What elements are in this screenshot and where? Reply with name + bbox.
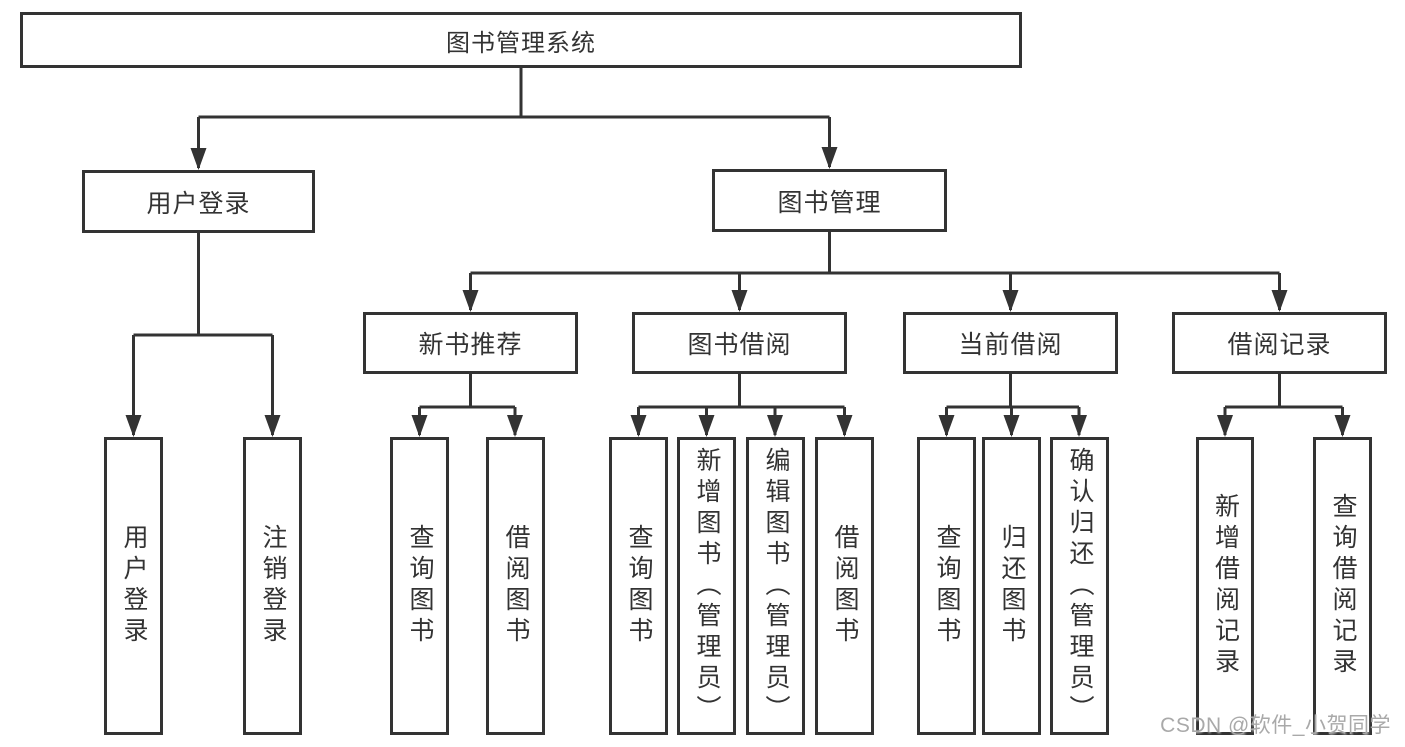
arrowhead xyxy=(767,415,783,437)
arrowhead xyxy=(731,290,748,312)
leaf-br-add-record: 新增借阅记录 xyxy=(1196,437,1254,735)
leaf-cb-return-books: 归还图书 xyxy=(982,437,1041,735)
edge-lines xyxy=(637,374,846,435)
arrowhead xyxy=(1003,415,1020,437)
node-label: 借阅图书 xyxy=(831,524,859,648)
arrowhead xyxy=(190,148,207,170)
arrowhead xyxy=(1071,415,1087,437)
node-label: 图书管理系统 xyxy=(446,29,596,57)
node-new-book-recommend: 新书推荐 xyxy=(363,312,578,374)
edge-root xyxy=(190,68,838,170)
arrowhead xyxy=(821,147,838,169)
arrowhead xyxy=(411,415,428,437)
edge-lines xyxy=(197,68,831,168)
arrowhead xyxy=(264,415,281,437)
leaf-bb-borrow-books: 借阅图书 xyxy=(815,437,874,735)
node-label: 查询借阅记录 xyxy=(1329,493,1357,679)
node-label: 查询图书 xyxy=(625,524,653,648)
arrowhead xyxy=(462,290,479,312)
leaf-logout: 注销登录 xyxy=(243,437,302,735)
node-label: 图书管理 xyxy=(777,188,882,217)
leaf-br-query-record: 查询借阅记录 xyxy=(1313,437,1372,735)
node-label: 借阅图书 xyxy=(502,524,530,648)
arrowhead xyxy=(698,415,715,437)
node-label: 用户登录 xyxy=(146,189,251,218)
node-borrow-records: 借阅记录 xyxy=(1172,312,1387,374)
node-book-borrow: 图书借阅 xyxy=(632,312,847,374)
arrowhead xyxy=(630,415,647,437)
arrowhead xyxy=(938,415,955,437)
leaf-nb-borrow-books: 借阅图书 xyxy=(486,437,545,735)
arrowhead xyxy=(125,415,142,437)
node-label: 编辑图书（管理员） xyxy=(762,446,790,726)
edge-lines xyxy=(132,233,274,435)
watermark-text: CSDN @软件_小贺同学 xyxy=(1160,714,1391,737)
node-label: 新增图书（管理员） xyxy=(693,446,721,726)
edge-new-book-recommend xyxy=(411,374,523,437)
leaf-bb-query-books: 查询图书 xyxy=(609,437,668,735)
edge-user-login xyxy=(125,233,281,437)
node-current-borrow: 当前借阅 xyxy=(903,312,1118,374)
node-label: 新书推荐 xyxy=(418,331,523,359)
arrowhead xyxy=(1271,290,1288,312)
node-label: 确认归还（管理员） xyxy=(1066,446,1094,726)
leaf-cb-query-books: 查询图书 xyxy=(917,437,976,735)
node-user-login: 用户登录 xyxy=(82,170,315,233)
node-label: 归还图书 xyxy=(998,524,1026,648)
arrowhead xyxy=(507,415,523,437)
node-label: 注销登录 xyxy=(259,524,287,648)
node-book-management: 图书管理 xyxy=(712,169,947,232)
edge-lines xyxy=(1223,374,1344,435)
arrowhead xyxy=(836,415,853,437)
node-label: 新增借阅记录 xyxy=(1211,493,1240,679)
edge-borrow-records xyxy=(1217,374,1351,437)
arrowhead xyxy=(1217,415,1233,437)
leaf-bb-edit-books-admin: 编辑图书（管理员） xyxy=(746,437,805,735)
edge-lines xyxy=(469,232,1281,310)
arrowhead xyxy=(1002,290,1019,312)
leaf-user-login: 用户登录 xyxy=(104,437,163,735)
node-label: 图书借阅 xyxy=(687,331,792,359)
node-root: 图书管理系统 xyxy=(20,12,1022,68)
node-label: 查询图书 xyxy=(933,524,961,648)
node-label: 借阅记录 xyxy=(1227,331,1332,359)
edge-current-borrow xyxy=(938,374,1087,437)
edge-book-management xyxy=(462,232,1288,312)
leaf-nb-query-books: 查询图书 xyxy=(390,437,449,735)
node-label: 当前借阅 xyxy=(958,331,1063,359)
leaf-cb-confirm-return-admin: 确认归还（管理员） xyxy=(1050,437,1109,735)
leaf-bb-add-books-admin: 新增图书（管理员） xyxy=(677,437,736,735)
node-label: 用户登录 xyxy=(120,524,148,648)
node-label: 查询图书 xyxy=(406,524,434,648)
arrowhead xyxy=(1334,415,1351,437)
edge-book-borrow xyxy=(630,374,853,437)
edge-lines xyxy=(418,374,517,435)
